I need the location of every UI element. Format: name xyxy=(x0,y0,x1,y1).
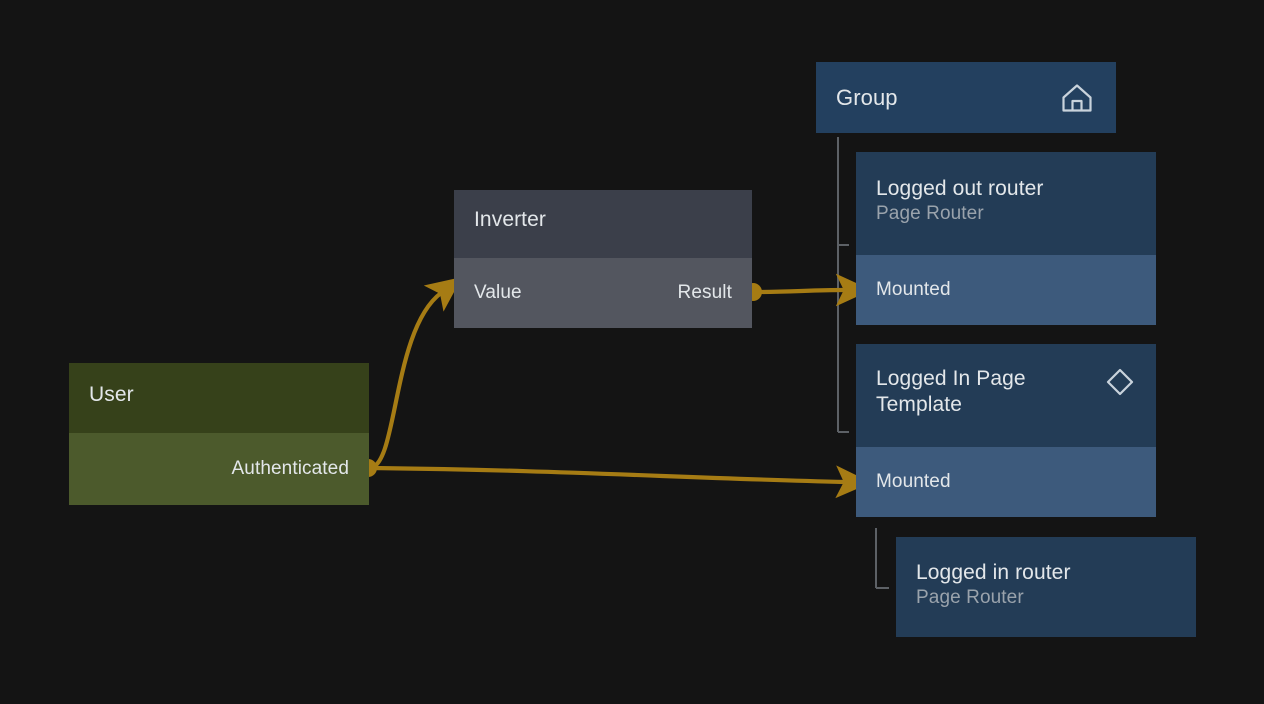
user-header: User xyxy=(69,363,369,433)
user-port-row[interactable]: Authenticated xyxy=(69,433,369,505)
diamond-icon xyxy=(1104,366,1136,398)
node-logged-in-router[interactable]: Logged in router Page Router xyxy=(896,537,1196,637)
port-row-mounted-logged-in[interactable]: Mounted xyxy=(856,447,1156,517)
inverter-header: Inverter xyxy=(454,190,752,258)
wire-result-to-mounted-out xyxy=(754,273,872,307)
user-title: User xyxy=(89,383,134,406)
logged-in-template-header: Logged In Page Template xyxy=(856,344,1156,447)
logged-in-router-subtitle: Page Router xyxy=(916,587,1024,608)
group-tree-connector xyxy=(837,137,849,433)
inverter-title: Inverter xyxy=(474,208,546,231)
wire-authenticated-to-mounted-in xyxy=(369,465,872,499)
group-header: Group xyxy=(816,62,1116,133)
template-tree-connector xyxy=(875,528,889,589)
port-label-mounted: Mounted xyxy=(876,471,951,492)
home-icon xyxy=(1060,82,1094,114)
inverter-port-row[interactable]: Value Result xyxy=(454,258,752,328)
logged-in-router-header: Logged in router Page Router xyxy=(896,537,1196,637)
logged-out-router-title: Logged out router xyxy=(876,177,1044,200)
node-inverter[interactable]: Inverter Value Result xyxy=(454,190,752,328)
node-logged-out-router[interactable]: Logged out router Page Router Mounted xyxy=(856,152,1156,325)
wire-authenticated-to-value xyxy=(369,277,463,471)
port-label-mounted: Mounted xyxy=(876,279,951,300)
node-user[interactable]: User Authenticated xyxy=(69,363,369,505)
node-group[interactable]: Group xyxy=(816,62,1116,133)
node-logged-in-page-template[interactable]: Logged In Page Template Mounted xyxy=(856,344,1156,517)
logged-in-router-title: Logged in router xyxy=(916,561,1071,584)
logged-out-router-subtitle: Page Router xyxy=(876,203,984,224)
logged-out-router-header: Logged out router Page Router xyxy=(856,152,1156,255)
port-label-value[interactable]: Value xyxy=(474,282,522,303)
port-label-result[interactable]: Result xyxy=(677,282,732,303)
port-row-mounted-logged-out[interactable]: Mounted xyxy=(856,255,1156,325)
port-label-authenticated[interactable]: Authenticated xyxy=(231,458,349,479)
group-title: Group xyxy=(836,84,898,110)
logged-in-template-title: Logged In Page Template xyxy=(876,367,1026,416)
